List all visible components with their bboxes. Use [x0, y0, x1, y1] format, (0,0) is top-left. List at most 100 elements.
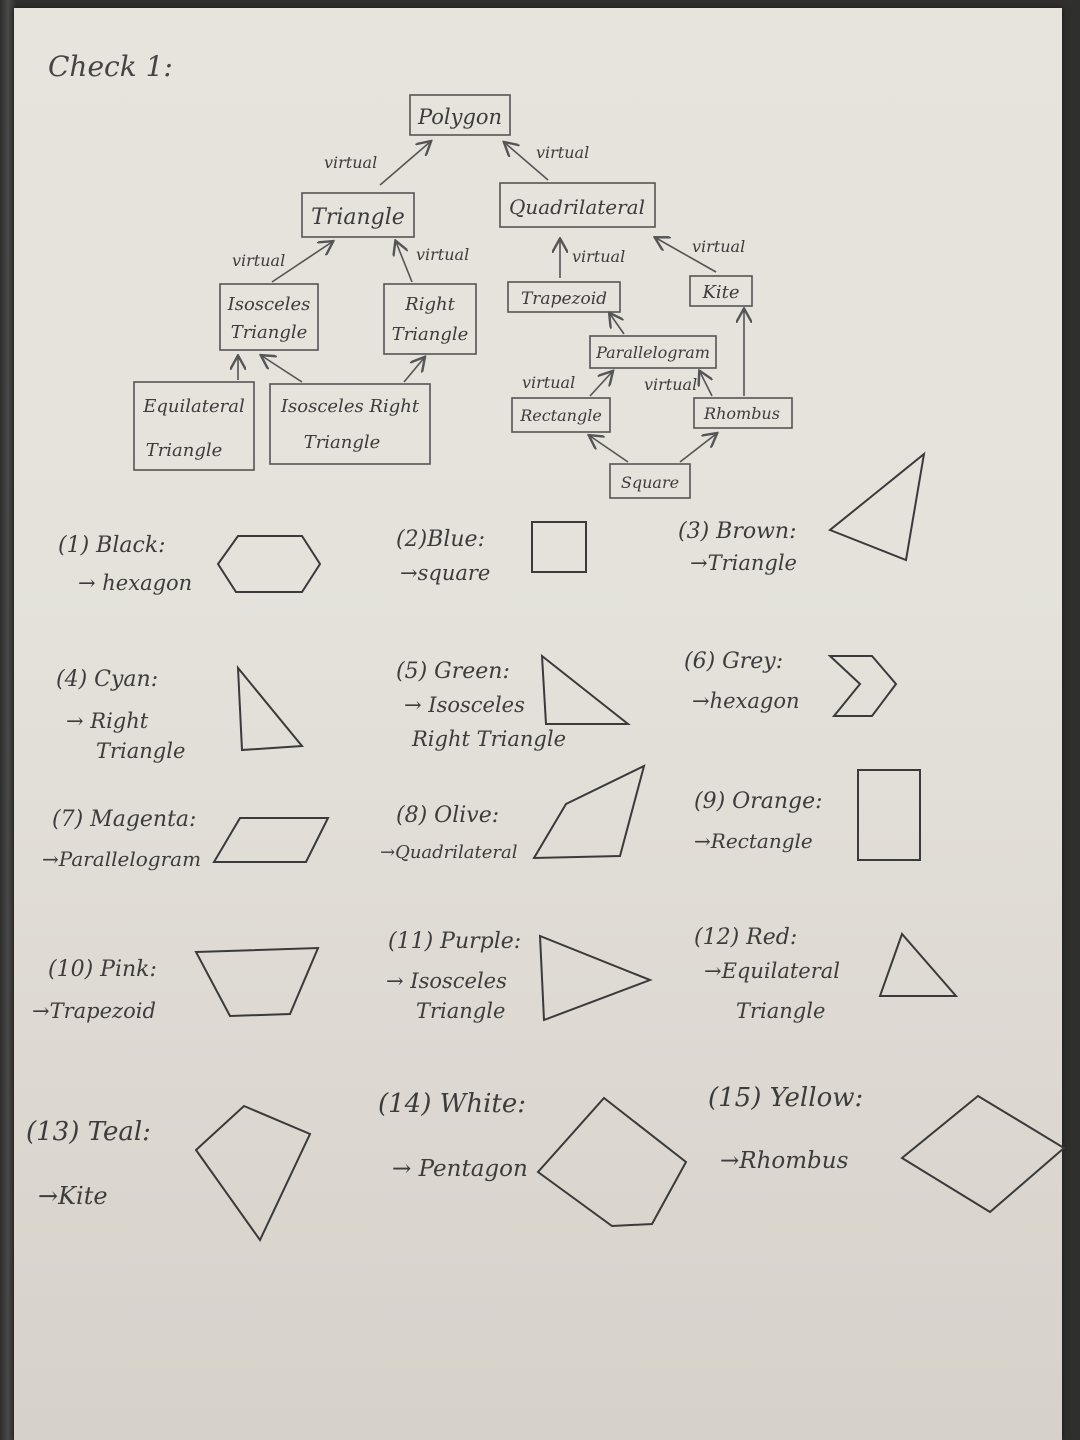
svg-text:(9) Orange:: (9) Orange:	[694, 789, 823, 814]
check-number: (15)	[708, 1083, 761, 1113]
arrow-square-rectangle	[590, 436, 629, 463]
svg-text:(2)Blue:: (2)Blue:	[396, 527, 485, 552]
svg-text:(7) Magenta:: (7) Magenta:	[52, 807, 196, 832]
check-result: →Quadrilateral	[380, 842, 518, 863]
arrow-triangle-polygon	[379, 142, 430, 186]
check-number: (11)	[388, 929, 433, 954]
svg-text:(5) Green:: (5) Green:	[396, 659, 510, 684]
check-color: Orange:	[732, 789, 822, 814]
node-parallelogram: Parallelogram	[595, 343, 710, 362]
check-number: (2)	[396, 527, 427, 552]
page-title: Check 1:	[48, 50, 173, 83]
edge-label: virtual	[692, 237, 745, 256]
check-result: → Right	[66, 709, 149, 733]
svg-text:(15) Yellow:: (15) Yellow:	[708, 1083, 863, 1113]
check-result: →Trapezoid	[32, 999, 156, 1023]
node-right-line1: Right	[404, 294, 455, 315]
node-rectangle: Rectangle	[519, 406, 602, 425]
svg-text:(12) Red:: (12) Red:	[694, 925, 797, 950]
arrow-right-triangle	[396, 242, 413, 283]
check-item-8: (8) Olive: →Quadrilateral	[380, 764, 646, 863]
svg-text:(8) Olive:: (8) Olive:	[396, 803, 499, 828]
check-item-15: (15) Yellow: →Rhombus	[708, 1083, 1066, 1214]
isosceles-triangle-shape	[538, 934, 653, 1022]
triangle-shape	[828, 451, 926, 562]
check-item-7: (7) Magenta: →Parallelogram	[42, 807, 330, 871]
check-item-3: (3) Brown: →Triangle	[678, 451, 926, 575]
svg-text:(13) Teal:: (13) Teal:	[26, 1117, 151, 1147]
check-number: (1)	[58, 533, 89, 558]
check-result: →Kite	[38, 1182, 108, 1210]
check-item-5: (5) Green: → Isosceles Right Triangle	[396, 653, 631, 751]
check-number: (9)	[694, 789, 725, 814]
check-result: → Isosceles	[404, 693, 525, 717]
node-quadrilateral: Quadrilateral	[509, 195, 645, 219]
check-result: → hexagon	[78, 571, 192, 595]
node-triangle: Triangle	[311, 205, 405, 230]
node-isosceles-right-box	[269, 383, 431, 465]
node-kite-box	[689, 275, 753, 307]
check-result: →Rhombus	[720, 1148, 849, 1174]
arrow-quadrilateral-polygon	[505, 143, 549, 181]
check-item-13: (13) Teal: →Kite	[26, 1104, 312, 1242]
check-result: Triangle	[96, 739, 185, 763]
node-isosceles-line1: Isosceles	[227, 294, 311, 315]
equilateral-triangle-shape	[878, 932, 959, 997]
chevron-hexagon-shape	[827, 655, 898, 717]
hierarchy-diagram: Polygon Triangle Quadrilateral Isosceles…	[133, 94, 793, 499]
svg-text:(1) Black:: (1) Black:	[58, 533, 166, 558]
check-color: Yellow:	[770, 1083, 864, 1113]
check-number: (6)	[684, 649, 715, 674]
check-color: Pink:	[99, 957, 157, 982]
quadrilateral-shape	[532, 764, 646, 860]
node-trapezoid: Trapezoid	[521, 289, 607, 309]
svg-text:(3) Brown:: (3) Brown:	[678, 519, 797, 544]
node-rhombus-box	[693, 397, 793, 429]
node-equilateral-line2: Triangle	[146, 440, 223, 461]
node-equilateral-box	[133, 381, 255, 471]
check-number: (13)	[26, 1117, 79, 1147]
rhombus-shape	[900, 1094, 1066, 1214]
edge-label: virtual	[522, 373, 575, 392]
check-number: (10)	[48, 957, 93, 982]
check-color: Grey:	[722, 649, 783, 674]
node-isosceles-line2: Triangle	[231, 322, 308, 343]
pentagon-shape	[536, 1096, 688, 1228]
check-result: →Triangle	[690, 551, 797, 575]
check-result: Triangle	[416, 999, 505, 1023]
check-color: Black:	[95, 533, 165, 558]
svg-text:(11) Purple:: (11) Purple:	[388, 929, 521, 954]
check-item-6: (6) Grey: →hexagon	[684, 649, 898, 717]
svg-text:(14) White:: (14) White:	[378, 1089, 526, 1119]
check-result: →Equilateral	[704, 959, 840, 983]
node-isosceles-box	[219, 283, 319, 351]
edge-label: virtual	[232, 251, 285, 270]
arrow-kite-quadrilateral	[656, 238, 717, 273]
check-result: →Rectangle	[694, 829, 813, 853]
node-rectangle-box	[511, 397, 611, 433]
edge-label: virtual	[416, 245, 469, 264]
check-color: Purple:	[439, 929, 521, 954]
hexagon-shape	[216, 535, 322, 593]
check-color: Green:	[434, 659, 510, 684]
check-color: Red:	[745, 925, 797, 950]
node-square-box	[609, 463, 691, 499]
kite-shape	[194, 1104, 312, 1242]
check-item-2: (2)Blue: →square	[396, 521, 587, 585]
svg-text:(6) Grey:: (6) Grey:	[684, 649, 783, 674]
node-kite: Kite	[701, 282, 739, 303]
check-color: Teal:	[88, 1117, 151, 1147]
node-right-box	[383, 283, 477, 355]
arrow-square-rhombus	[679, 434, 716, 463]
node-quadrilateral-box	[499, 182, 656, 228]
check-result: → Pentagon	[392, 1156, 528, 1182]
check-color: Magenta:	[89, 807, 196, 832]
isosceles-right-triangle-shape	[540, 653, 631, 725]
check-item-11: (11) Purple: → Isosceles Triangle	[386, 929, 653, 1023]
arrow-isoright-isosceles	[262, 356, 303, 383]
node-polygon: Polygon	[417, 105, 502, 129]
svg-text:(4) Cyan:: (4) Cyan:	[56, 667, 158, 692]
check-result: →Parallelogram	[42, 847, 201, 871]
check-result: →square	[400, 561, 490, 585]
node-trapezoid-box	[507, 281, 621, 313]
